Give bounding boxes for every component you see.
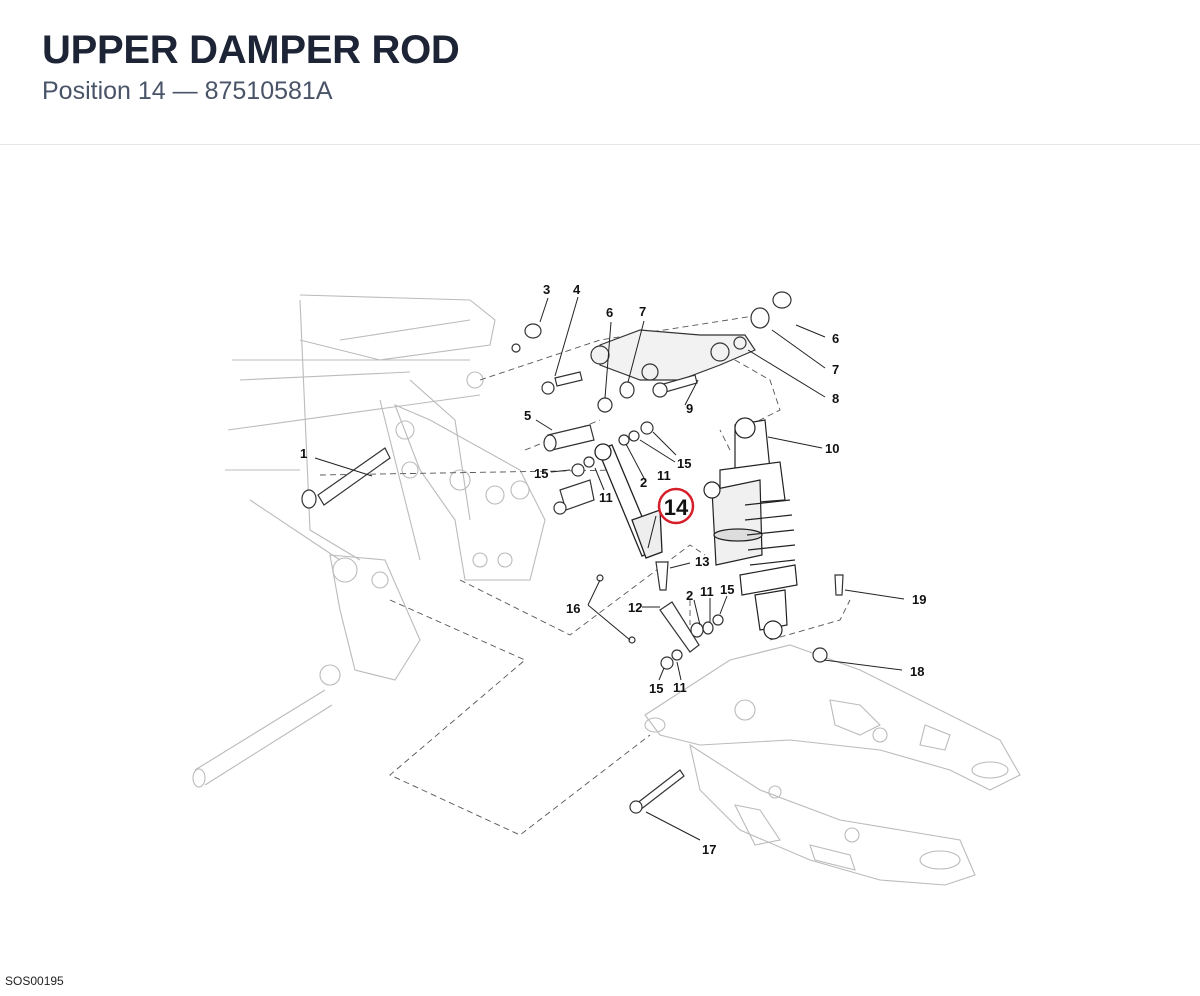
- callout-19: 19: [912, 592, 926, 607]
- callout-18: 18: [910, 664, 924, 679]
- diagram-canvas: 1 3 4 5 6 7 6 7 8 9 10 15 11 2 15 11 13 …: [192, 282, 1021, 886]
- callout-2a: 2: [640, 475, 647, 490]
- callout-6a: 6: [606, 305, 613, 320]
- callout-15d: 15: [649, 681, 663, 696]
- callout-6b: 6: [832, 331, 839, 346]
- callout-7a: 7: [639, 304, 646, 319]
- callout-17: 17: [702, 842, 716, 857]
- callout-3: 3: [543, 282, 550, 297]
- hardware-parts: [301, 291, 844, 814]
- callout-10: 10: [825, 441, 839, 456]
- shock-absorber: [703, 417, 798, 640]
- highlight-marker-14[interactable]: 14: [657, 487, 695, 525]
- callout-11a: 11: [657, 468, 671, 483]
- assembly-guides: [319, 314, 851, 836]
- callout-1: 1: [300, 446, 307, 461]
- callout-11d: 11: [673, 680, 687, 695]
- page-subtitle: Position 14 — 87510581A: [42, 77, 333, 105]
- callout-15a: 15: [677, 456, 691, 471]
- frame-outline: [192, 294, 1021, 886]
- callout-11c: 11: [700, 584, 714, 599]
- callout-8: 8: [832, 391, 839, 406]
- callout-13: 13: [695, 554, 709, 569]
- callout-9: 9: [686, 401, 693, 416]
- callout-4: 4: [573, 282, 581, 297]
- callout-7b: 7: [832, 362, 839, 377]
- callout-16: 16: [566, 601, 580, 616]
- drawing-code: SOS00195: [5, 974, 64, 988]
- leader-lines: [314, 296, 905, 841]
- page-title: UPPER DAMPER ROD: [42, 28, 460, 72]
- header: UPPER DAMPER ROD Position 14 — 87510581A: [0, 0, 1200, 145]
- callout-2b: 2: [686, 588, 693, 603]
- callout-12: 12: [628, 600, 642, 615]
- callout-11b: 11: [599, 490, 613, 505]
- exploded-parts-diagram: 1 3 4 5 6 7 6 7 8 9 10 15 11 2 15 11 13 …: [0, 146, 1200, 991]
- callout-15b: 15: [534, 466, 548, 481]
- highlight-label: 14: [664, 495, 689, 520]
- callout-labels: 1 3 4 5 6 7 6 7 8 9 10 15 11 2 15 11 13 …: [300, 282, 926, 857]
- callout-15c: 15: [720, 582, 734, 597]
- callout-5: 5: [524, 408, 531, 423]
- highlight-ring: [657, 487, 695, 525]
